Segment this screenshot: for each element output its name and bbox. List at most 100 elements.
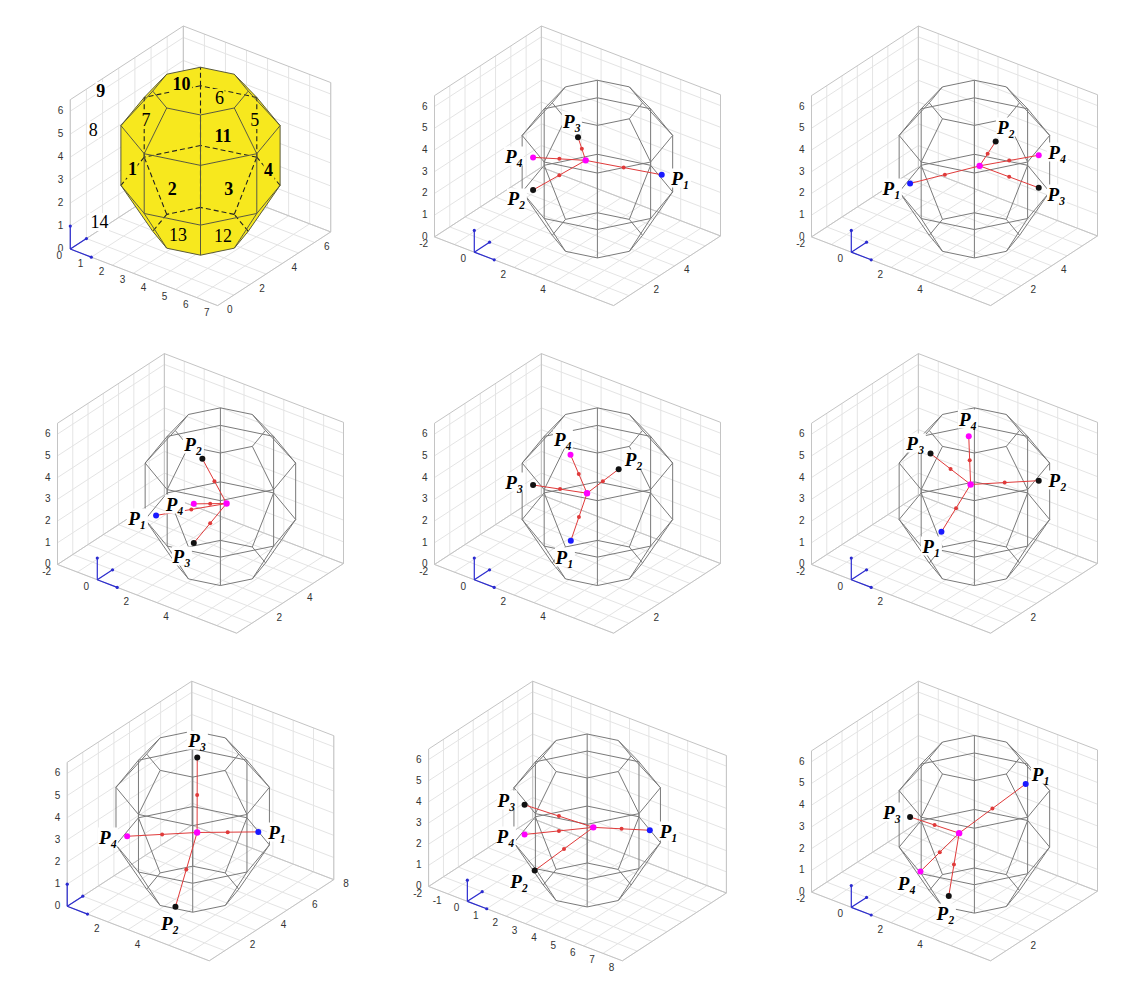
- axis-grid: [137, 525, 244, 595]
- axis-tick: 2: [499, 270, 507, 280]
- axis-triad-dot: [865, 896, 868, 899]
- point-label: P₄: [1047, 143, 1067, 162]
- axis-box: [57, 354, 164, 424]
- axis-grid: [918, 736, 1097, 805]
- axis-grid: [603, 886, 707, 954]
- axis-grid: [811, 364, 918, 434]
- axis-grid: [811, 751, 812, 892]
- polyhedron-edge: [201, 248, 235, 255]
- wireframe-edge: [522, 192, 552, 235]
- point-marker: [522, 831, 528, 837]
- axis-box: [1097, 95, 1098, 236]
- ray-line: [194, 504, 227, 543]
- point-label: P₃: [905, 434, 925, 453]
- axis-grid: [918, 364, 1097, 433]
- point-marker: [907, 814, 913, 820]
- wireframe-edge: [597, 408, 629, 415]
- ray-mid-marker: [938, 850, 942, 854]
- point-marker: [659, 172, 665, 178]
- axis-grid: [811, 714, 918, 784]
- wireframe-edge: [266, 430, 296, 463]
- axis-tick: 2: [421, 188, 429, 198]
- wireframe-edge: [921, 874, 942, 907]
- ray-line: [959, 784, 1026, 833]
- wireframe-edge: [942, 540, 974, 547]
- axis-grid: [873, 525, 1052, 594]
- ray-line: [593, 827, 649, 830]
- point-marker: [153, 512, 159, 518]
- axis-grid: [117, 518, 224, 588]
- axis-box: [541, 354, 542, 495]
- axis-box: [333, 736, 334, 880]
- wireframe-edge: [1006, 742, 1019, 758]
- point-label: P₄: [496, 827, 516, 846]
- axis-box: [164, 354, 343, 423]
- wireframe-edge: [921, 162, 922, 218]
- axis-triad-dot: [865, 241, 868, 244]
- axis-box: [614, 236, 721, 306]
- axis-grid: [192, 737, 334, 791]
- axis-tick: -1: [432, 896, 443, 906]
- axis-grid: [480, 535, 659, 604]
- wireframe-edge: [597, 251, 629, 258]
- ray-mid-marker: [557, 814, 561, 818]
- axis-tick: 0: [83, 582, 91, 592]
- plot-panel: [811, 26, 1097, 306]
- axis-box: [434, 167, 541, 237]
- wireframe-edge: [192, 777, 193, 826]
- axis-box: [343, 422, 344, 563]
- axis-tick: 4: [54, 813, 62, 823]
- axis-triad: [97, 570, 112, 580]
- axis-grid: [67, 803, 192, 884]
- axis-box: [811, 822, 918, 892]
- axis-triad: [851, 897, 866, 907]
- axis-box: [811, 495, 918, 565]
- axis-tick: 6: [798, 429, 806, 439]
- ray-mid-marker: [952, 863, 956, 867]
- axis-grid: [494, 518, 601, 588]
- wireframe-edge: [192, 883, 193, 912]
- axis-box: [991, 891, 1098, 961]
- wireframe-edge: [974, 490, 1027, 501]
- wireframe-edge: [672, 463, 673, 519]
- point-marker: [1036, 185, 1042, 191]
- wireframe-edge: [921, 162, 974, 173]
- axis-tick: 6: [57, 106, 65, 116]
- axis-grid: [971, 228, 1078, 298]
- point-label: P₁: [659, 822, 679, 841]
- wireframe-edge: [974, 907, 1006, 914]
- polyhedron-edge: [153, 91, 167, 108]
- wireframe-edge: [921, 109, 922, 165]
- axis-triad-dot: [81, 895, 84, 898]
- axis-grid: [511, 187, 690, 256]
- axis-grid: [67, 781, 192, 862]
- wireframe-edge: [597, 453, 598, 501]
- axis-grid: [443, 877, 637, 951]
- face-number: 10: [172, 75, 192, 93]
- polyhedron-edge: [201, 67, 235, 74]
- ray-mid-marker: [208, 502, 212, 506]
- point-marker: [993, 139, 999, 145]
- point-label: P₁: [267, 822, 287, 841]
- axis-triad-dot: [69, 224, 72, 227]
- axis-grid: [811, 145, 918, 215]
- axis-box: [429, 681, 533, 749]
- wireframe-edge: [639, 843, 660, 869]
- wireframe-edge: [247, 787, 269, 814]
- axis-grid: [971, 556, 1078, 626]
- point-marker: [124, 833, 130, 839]
- wireframe-edge: [597, 80, 598, 98]
- wireframe-edge: [535, 814, 536, 869]
- face-number: 5: [249, 111, 260, 129]
- axis-box: [811, 681, 918, 751]
- wireframe-edge: [552, 87, 565, 103]
- wireframe-edge: [921, 774, 942, 817]
- wireframe-edge: [629, 103, 642, 119]
- axis-tick: 4: [539, 285, 547, 295]
- axis-grid: [991, 891, 1098, 961]
- axis-tick: 6: [44, 429, 52, 439]
- axis-grid: [161, 845, 303, 899]
- ray-mid-marker: [1003, 481, 1007, 485]
- axis-box: [541, 26, 720, 95]
- polyhedron-edge: [167, 108, 201, 115]
